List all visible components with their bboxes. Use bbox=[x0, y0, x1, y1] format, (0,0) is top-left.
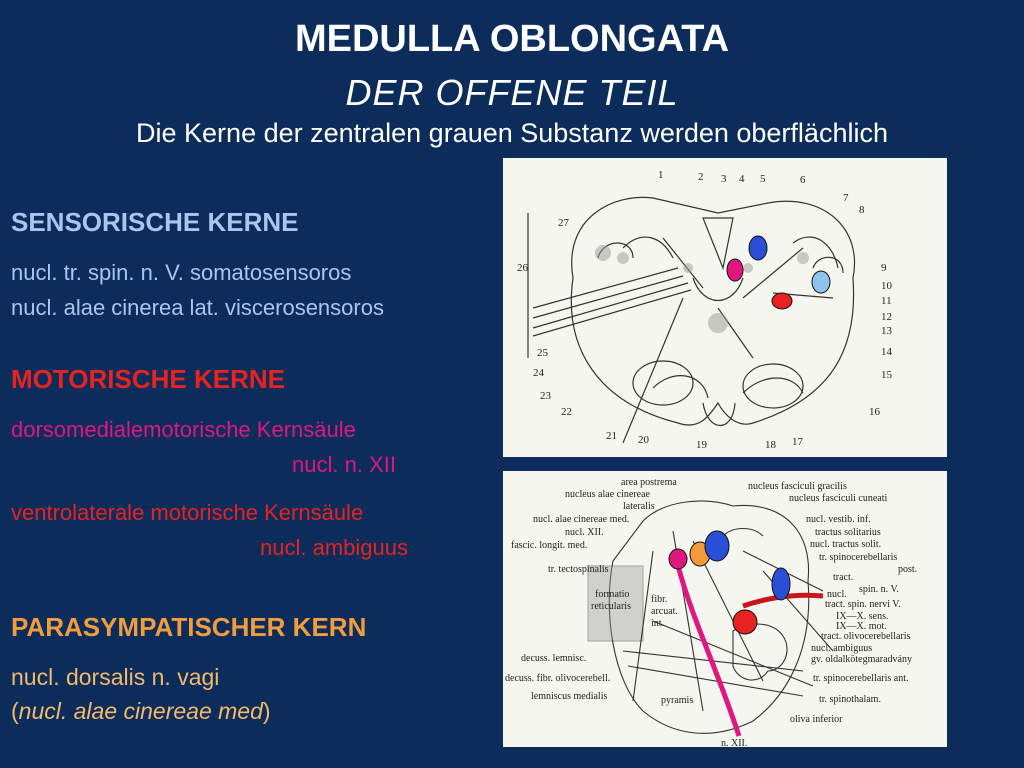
fig2-label: pyramis bbox=[661, 695, 693, 706]
fig2-label: nucl. XII. bbox=[565, 527, 604, 538]
fig1-number: 18 bbox=[765, 439, 777, 451]
fig1-number: 16 bbox=[869, 406, 881, 418]
fig2-label: n. XII. bbox=[721, 738, 747, 747]
fig2-label: arcuat. bbox=[651, 606, 678, 617]
fig1-number: 27 bbox=[558, 217, 570, 229]
marker-pink bbox=[726, 258, 744, 282]
fig2-label: fascic. longit. med. bbox=[511, 540, 587, 551]
fig2-label: lateralis bbox=[623, 501, 655, 512]
marker-pink bbox=[668, 548, 688, 570]
fig2-label: nucleus fasciculi cuneati bbox=[789, 493, 888, 504]
fig2-label: spin. n. V. bbox=[859, 584, 899, 595]
fig1-number: 14 bbox=[881, 346, 893, 358]
fig2-label: fibr. bbox=[651, 594, 667, 605]
fig2-label: tr. spinocerebellaris bbox=[819, 552, 897, 563]
fig2-label: decuss. lemnisc. bbox=[521, 653, 586, 664]
fig2-label: oliva inferior bbox=[790, 714, 843, 725]
fig2-label: gv. oldalkötegmaradvány bbox=[811, 654, 912, 665]
medulla-cross-section-figure: 1 2 3 4 5 6 7 8 9 10 11 12 13 14 15 16 1… bbox=[503, 158, 947, 457]
fig1-number: 15 bbox=[881, 369, 893, 381]
fig1-number: 12 bbox=[881, 311, 892, 323]
motor-dorsomedial: dorsomedialemotorische Kernsäule bbox=[11, 417, 356, 442]
fig1-number: 2 bbox=[698, 171, 704, 183]
fig2-label: tr. spinothalam. bbox=[819, 694, 881, 705]
fig2-label: IX—X. sens. bbox=[836, 611, 889, 622]
fig1-number: 6 bbox=[800, 174, 806, 186]
parasympathetic-note: (nucl. alae cinereae med) bbox=[11, 698, 271, 725]
fig1-number: 21 bbox=[606, 430, 617, 442]
fig2-label: tract. bbox=[833, 572, 853, 583]
fig1-number: 10 bbox=[881, 280, 893, 292]
fig2-label: tract. olivocerebellaris bbox=[821, 631, 911, 642]
fig2-label: tractus solitarius bbox=[815, 527, 881, 538]
fig2-label: tract. spin. nervi V. bbox=[825, 599, 901, 610]
fig2-label: tr. tectospinalis bbox=[548, 564, 609, 575]
parasympathetic-heading: PARASYMPATISCHER KERN bbox=[11, 612, 367, 642]
marker-lightblue bbox=[811, 270, 831, 294]
medulla-labeled-figure: area postrema nucleus alae cinereae late… bbox=[503, 471, 947, 749]
fig2-label: IX—X. mot. bbox=[836, 621, 887, 632]
fig2-label: area postrema bbox=[621, 477, 677, 488]
paren-close: ) bbox=[262, 698, 271, 724]
motor-heading: MOTORISCHE KERNE bbox=[11, 364, 285, 394]
marker-blue bbox=[748, 235, 768, 261]
page-caption: Die Kerne der zentralen grauen Substanz … bbox=[136, 118, 888, 148]
fig1-number: 7 bbox=[843, 192, 849, 204]
motor-ventrolateral: ventrolaterale motorische Kernsäule bbox=[11, 500, 364, 525]
paren-open: ( bbox=[11, 698, 19, 724]
fig1-number: 25 bbox=[537, 347, 549, 359]
fig1-number: 3 bbox=[721, 173, 727, 185]
fig1-number: 20 bbox=[638, 434, 650, 446]
fig1-number: 17 bbox=[792, 436, 804, 448]
fig1-number: 19 bbox=[696, 439, 708, 451]
parasympathetic-item: nucl. dorsalis n. vagi bbox=[11, 664, 220, 690]
fig2-label: nucl. bbox=[827, 589, 847, 600]
fig1-number: 26 bbox=[517, 262, 529, 274]
fig1-number: 24 bbox=[533, 367, 545, 379]
fig2-label: reticularis bbox=[591, 601, 631, 612]
sensory-item-1: nucl. tr. spin. n. V. somatosensoros bbox=[11, 260, 352, 285]
marker-red bbox=[771, 292, 793, 310]
motor-dorsomedial-nucleus: nucl. n. XII bbox=[292, 452, 396, 477]
fig2-label: nucl. alae cinereae med. bbox=[533, 514, 629, 525]
motor-ventrolateral-nucleus: nucl. ambiguus bbox=[260, 535, 408, 560]
fig2-label: nucleus alae cinereae bbox=[565, 489, 651, 500]
fig1-number: 9 bbox=[881, 262, 887, 274]
fig1-number: 22 bbox=[561, 406, 572, 418]
fig1-number: 13 bbox=[881, 325, 893, 337]
labeled-section-drawing: area postrema nucleus alae cinereae late… bbox=[505, 477, 917, 749]
fig1-number: 1 bbox=[658, 169, 664, 181]
fig2-label: int. bbox=[651, 618, 664, 629]
page-subtitle: DER OFFENE TEIL bbox=[345, 72, 679, 113]
sensory-item-2: nucl. alae cinerea lat. viscerosensoros bbox=[11, 295, 384, 320]
fig2-label: lemniscus medialis bbox=[531, 691, 607, 702]
fig2-label: tr. spinocerebellaris ant. bbox=[813, 673, 909, 684]
fig2-label: formatio bbox=[595, 589, 629, 600]
marker-blue bbox=[771, 567, 791, 601]
fig2-label: nucl. vestib. inf. bbox=[806, 514, 871, 525]
fig2-label: nucl. tractus solit. bbox=[810, 539, 881, 550]
fig1-number: 8 bbox=[859, 204, 865, 216]
fig1-number: 5 bbox=[760, 173, 766, 185]
fig2-label: nucleus fasciculi gracilis bbox=[748, 481, 847, 492]
marker-red bbox=[732, 609, 758, 635]
pink-fiber-path bbox=[675, 565, 742, 737]
fig1-number: 23 bbox=[540, 390, 552, 402]
fig2-label: post. bbox=[898, 564, 917, 575]
fig1-number: 4 bbox=[739, 173, 745, 185]
fig2-label: decuss. fibr. olivocerebell. bbox=[505, 673, 610, 684]
marker-blue bbox=[704, 530, 730, 562]
fig2-label: nucl. ambiguus bbox=[811, 643, 872, 654]
sensory-heading: SENSORISCHE KERNE bbox=[11, 207, 299, 237]
fig1-number: 11 bbox=[881, 295, 892, 307]
parasympathetic-note-text: nucl. alae cinereae med bbox=[18, 698, 263, 724]
cross-section-drawing: 1 2 3 4 5 6 7 8 9 10 11 12 13 14 15 16 1… bbox=[517, 169, 893, 451]
page-title: MEDULLA OBLONGATA bbox=[294, 18, 730, 60]
